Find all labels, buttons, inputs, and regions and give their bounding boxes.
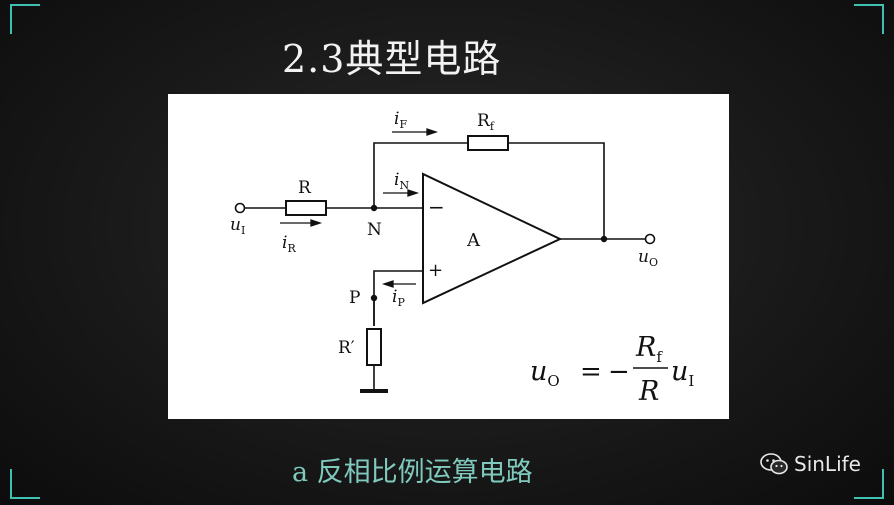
arrow-i-r-head (310, 219, 323, 227)
slide-title: 2.3典型电路 (282, 37, 502, 81)
formula-minus: − (608, 357, 630, 387)
wire-feedback-left (373, 142, 468, 208)
label-r-prime: R′ (338, 338, 355, 358)
corner-bracket-bottom-left (10, 469, 40, 499)
corner-bracket-top-left (10, 4, 40, 34)
corner-bracket-top-right (854, 4, 884, 34)
formula-denominator: R (638, 376, 659, 407)
resistor-r-body (285, 200, 327, 216)
label-rf: Rf (477, 111, 495, 133)
circuit-diagram: iF Rf R iN − + A uI iR N uO P iP R′ uO =… (230, 109, 694, 407)
wechat-icon (760, 453, 788, 475)
formula-equals: = (580, 357, 602, 387)
output-junction (600, 235, 608, 243)
label-r: R (298, 178, 312, 198)
node-p-junction (370, 294, 378, 302)
label-i-p: iP (392, 287, 405, 309)
op-amp-triangle (422, 172, 563, 305)
label-i-r: iR (282, 233, 296, 255)
node-n-junction (370, 204, 378, 212)
output-terminal (644, 233, 656, 245)
input-terminal (234, 202, 246, 214)
current-arrows (280, 128, 439, 288)
resistor-r-prime-body (366, 328, 382, 366)
label-plus-pin: + (428, 260, 443, 281)
wire-feedback-right (508, 142, 605, 239)
label-minus-pin: − (428, 195, 445, 219)
arrow-i-f-head (426, 128, 439, 136)
label-input-voltage: uI (230, 215, 245, 237)
label-i-n: iN (394, 170, 409, 192)
label-node-p: P (349, 288, 360, 308)
label-output-voltage: uO (638, 247, 658, 269)
formula-lhs: uO (530, 356, 560, 390)
arrow-i-n-head (407, 189, 420, 197)
corner-bracket-bottom-right (854, 469, 884, 499)
label-node-n: N (367, 220, 382, 240)
formula-rhs: uI (671, 356, 694, 390)
arrow-i-p-head (381, 280, 394, 288)
watermark: SinLife (760, 452, 861, 476)
gain-formula: uO = − Rf R uI (530, 332, 694, 407)
resistor-rf-body (467, 135, 509, 151)
diagram-caption: a 反相比例运算电路 (292, 457, 533, 488)
formula-numerator: Rf (635, 332, 663, 366)
circuit-diagram-panel: iF Rf R iN − + A uI iR N uO P iP R′ uO =… (168, 94, 729, 419)
watermark-text: SinLife (794, 452, 861, 476)
label-amplifier: A (466, 230, 481, 251)
label-i-f: iF (394, 109, 407, 131)
